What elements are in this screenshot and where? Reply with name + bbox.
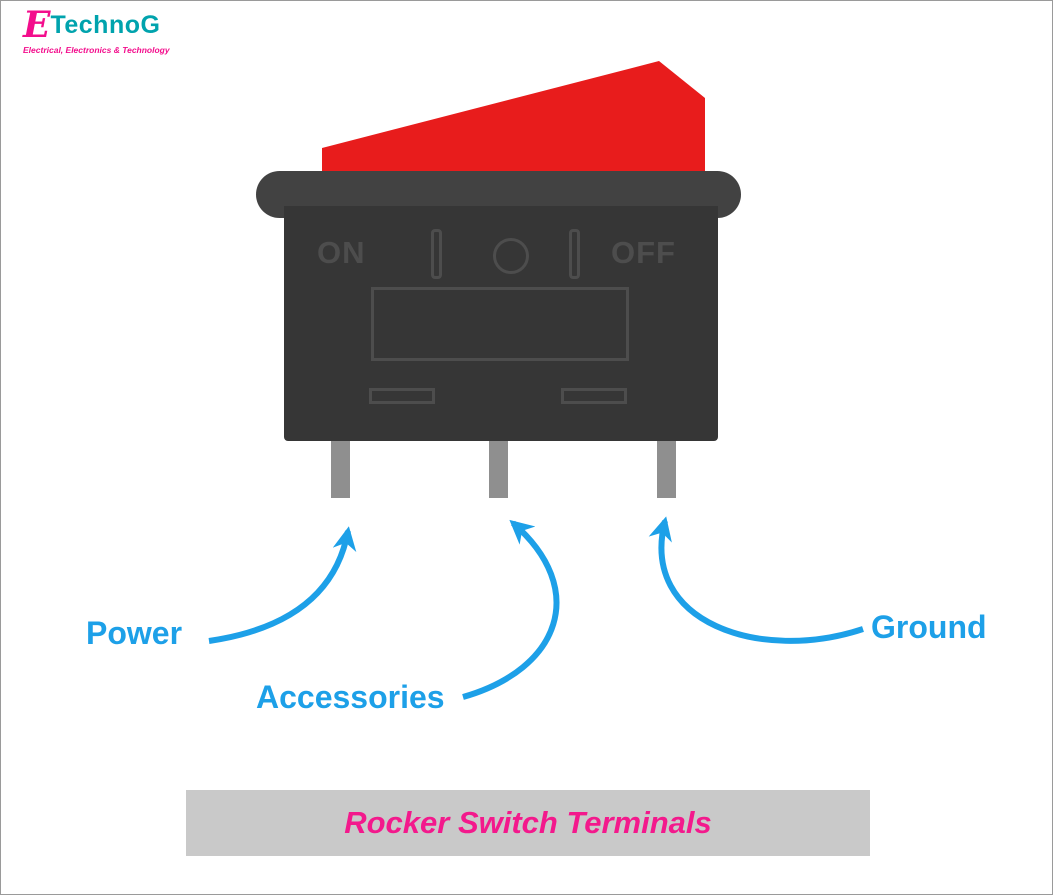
label-panel-outline	[371, 287, 629, 361]
rocker-lever	[322, 61, 705, 179]
terminal-accessories	[489, 441, 508, 498]
page-title: Rocker Switch Terminals	[344, 805, 712, 840]
small-rect-right	[561, 388, 627, 404]
on-marking: ON	[317, 235, 366, 270]
circle-marking	[493, 238, 529, 274]
title-banner: Rocker Switch Terminals	[186, 790, 870, 856]
power-label: Power	[86, 615, 183, 651]
terminal-power	[331, 441, 350, 498]
accessories-label: Accessories	[256, 679, 445, 715]
logo: ETechnoG Electrical, Electronics & Techn…	[23, 7, 170, 55]
terminal-ground	[657, 441, 676, 498]
ground-label: Ground	[871, 609, 987, 645]
small-rect-left	[369, 388, 435, 404]
off-marking: OFF	[611, 235, 676, 270]
logo-initial: E	[23, 4, 51, 46]
slot-marking-left	[431, 229, 442, 279]
logo-name: TechnoG	[50, 11, 161, 39]
accessories-arrow	[462, 519, 560, 700]
logo-tagline: Electrical, Electronics & Technology	[23, 45, 170, 55]
power-arrow	[208, 526, 357, 644]
slot-marking-right	[569, 229, 580, 279]
ground-arrow	[648, 516, 864, 644]
